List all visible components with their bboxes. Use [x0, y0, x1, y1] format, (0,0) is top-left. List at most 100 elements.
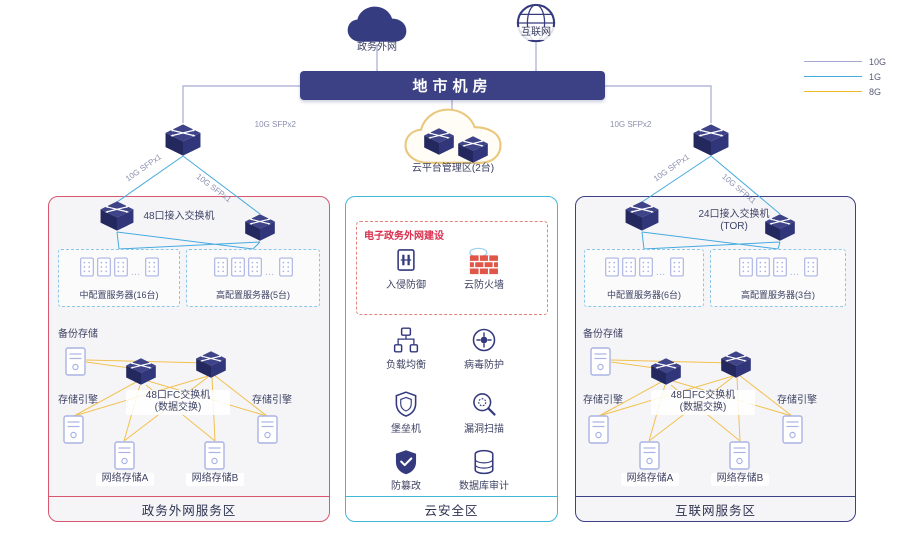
gov-high-servers-group: … 高配置服务器(5台)	[186, 249, 320, 307]
gov-network-storage-a-icon	[114, 441, 135, 470]
server-icon	[605, 257, 619, 277]
internet-mid-servers-label: 中配置服务器(6台)	[607, 290, 681, 300]
legend-item-1g: 1G	[804, 69, 886, 84]
gov-network-storage-b-label: 网络存储B	[186, 473, 244, 486]
link-label-10g-sfpx2-left: 10G SFPx2	[254, 120, 296, 129]
mgmt-switch-1-icon	[423, 127, 455, 156]
city-datacenter-banner: 地市机房	[300, 71, 605, 100]
internet-storage-engine-left-icon	[588, 415, 609, 444]
database-audit-label: 数据库审计	[459, 481, 509, 492]
server-icon	[145, 257, 159, 277]
gov-storage-engine-right-icon	[257, 415, 278, 444]
load-balancer-label: 负载均衡	[386, 360, 426, 371]
link-label-10g-sfpx2-right: 10G SFPx2	[610, 120, 652, 129]
legend-line-1g	[804, 76, 862, 77]
server-icon	[773, 257, 787, 277]
legend: 10G 1G 8G	[804, 54, 886, 99]
anti-tamper-label: 防篡改	[391, 481, 421, 492]
intrusion-prevention-label: 入侵防御	[386, 280, 426, 291]
ellipsis: …	[789, 267, 801, 278]
gov-storage-engine-right-label: 存储引擎	[252, 395, 292, 406]
cloud-mgmt-zone-label: 云平台管理区(2台)	[411, 163, 495, 174]
internet-network-storage-a-label: 网络存储A	[621, 473, 679, 486]
gov-mid-servers-label: 中配置服务器(16台)	[79, 290, 159, 300]
security-zone-title: 云安全区	[346, 496, 557, 521]
gov-network-storage-b-icon	[204, 441, 225, 470]
egov-construction-title: 电子政务外网建设	[364, 231, 444, 242]
legend-label-1g: 1G	[869, 71, 882, 82]
internet-zone-title: 互联网服务区	[576, 496, 855, 521]
server-icon	[248, 257, 262, 277]
internet-network-storage-b-icon	[729, 441, 750, 470]
internet-access-switch-label-2: (TOR)	[720, 221, 748, 232]
ellipsis: …	[264, 267, 276, 278]
server-row: …	[80, 257, 159, 278]
intrusion-prevention-icon	[392, 246, 420, 274]
mgmt-switch-2-icon	[457, 135, 489, 164]
internet-fc-switch-1-icon	[650, 357, 682, 386]
internet-high-servers-label: 高配置服务器(3台)	[741, 290, 815, 300]
server-icon	[639, 257, 653, 277]
gov-high-servers-label: 高配置服务器(5台)	[216, 290, 290, 300]
security-zone: 云安全区	[345, 196, 558, 522]
anti-tamper-icon	[392, 448, 420, 476]
gov-backup-storage-icon	[65, 347, 86, 376]
internet-high-servers-group: … 高配置服务器(3台)	[710, 249, 846, 307]
gov-storage-engine-left-icon	[63, 415, 84, 444]
ellipsis: …	[130, 267, 142, 278]
load-balancer-icon	[392, 326, 420, 354]
internet-network-storage-a-icon	[639, 441, 660, 470]
internet-storage-engine-left-label: 存储引擎	[583, 395, 623, 406]
internet-fc-switch-2-icon	[720, 350, 752, 379]
gov-network-storage-a-label: 网络存储A	[96, 473, 154, 486]
gov-extranet-cloud-icon	[345, 4, 409, 44]
gov-backup-storage-label: 备份存储	[58, 329, 98, 340]
server-row: …	[214, 257, 293, 278]
database-audit-icon	[470, 448, 498, 476]
server-icon	[114, 257, 128, 277]
server-icon	[97, 257, 111, 277]
server-icon	[214, 257, 228, 277]
virus-protection-icon	[470, 326, 498, 354]
legend-label-8g: 8G	[869, 86, 882, 97]
internet-fc-switch-label-1: 48口FC交换机	[651, 390, 755, 403]
internet-network-storage-b-label: 网络存储B	[711, 473, 769, 486]
server-icon	[756, 257, 770, 277]
gov-extranet-label: 政务外网	[357, 42, 397, 53]
gov-fc-switch-label-2: (数据交换)	[126, 402, 230, 415]
server-icon	[739, 257, 753, 277]
internet-storage-engine-right-label: 存储引擎	[777, 395, 817, 406]
server-icon	[279, 257, 293, 277]
bastion-host-label: 堡垒机	[391, 424, 421, 435]
vulnerability-scan-icon	[470, 390, 498, 418]
core-switch-right-icon	[692, 123, 730, 157]
gov-access-switch-label: 48口接入交换机	[143, 211, 215, 222]
legend-item-8g: 8G	[804, 84, 886, 99]
server-icon	[804, 257, 818, 277]
internet-backup-storage-icon	[590, 347, 611, 376]
gov-fc-switch-label-1: 48口FC交换机	[126, 390, 230, 403]
gov-mid-servers-group: … 中配置服务器(16台)	[58, 249, 180, 307]
bastion-host-icon	[392, 390, 420, 418]
virus-protection-label: 病毒防护	[464, 360, 504, 371]
link-label-10g-sfpx1-rl: 10G SFPx1	[652, 152, 692, 184]
server-icon	[622, 257, 636, 277]
legend-line-10g	[804, 61, 862, 62]
gov-storage-engine-left-label: 存储引擎	[58, 395, 98, 406]
gov-fc-switch-2-icon	[195, 350, 227, 379]
vulnerability-scan-label: 漏洞扫描	[464, 424, 504, 435]
gov-fc-switch-1-icon	[125, 357, 157, 386]
gov-access-switch-2-icon	[244, 213, 276, 242]
cloud-firewall-label: 云防火墙	[464, 280, 504, 291]
internet-storage-engine-right-icon	[782, 415, 803, 444]
legend-label-10g: 10G	[869, 56, 887, 67]
server-icon	[231, 257, 245, 277]
internet-fc-switch-label-2: (数据交换)	[651, 402, 755, 415]
internet-backup-storage-label: 备份存储	[583, 329, 623, 340]
gov-access-switch-1-icon	[99, 200, 135, 232]
link-label-10g-sfpx1-ll: 10G SFPx1	[124, 152, 164, 184]
internet-access-switch-label-1: 24口接入交换机	[698, 209, 770, 220]
internet-label: 互联网	[512, 27, 560, 40]
legend-item-10g: 10G	[804, 54, 886, 69]
